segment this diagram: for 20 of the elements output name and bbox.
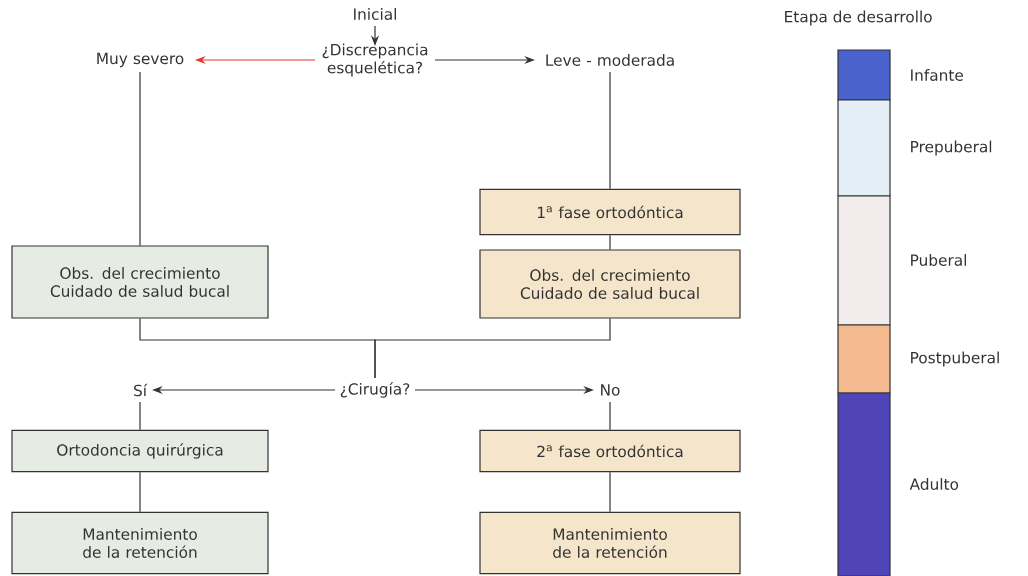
legend-label: Postpuberal [911,351,999,367]
start-label: Inicial [354,8,396,20]
outcome-label: Muy severo [97,52,184,68]
process-box: Ortodoncia quirúrgica [11,429,269,473]
outcome-label: Leve - moderada [546,54,674,66]
process-box: 1$^{a}$ fase ortodóntica [479,188,741,236]
process-box: Mantenimiento de la retención [11,511,269,575]
legend-label: Adulto [909,478,959,490]
process-box: 2$^{a}$ fase ortodóntica [479,429,741,473]
decision-text: ¿Cirugía? [340,382,410,398]
legend-title: Etapa de desarrollo [785,10,932,26]
process-box: Mantenimiento de la retención [479,511,741,575]
legend-label: Prepuberal [911,140,992,156]
legend-label: Infante [911,69,963,81]
outcome-label: Sí [134,383,148,397]
process-box: Obs. del crecimiento Cuidado de salud bucal [11,245,269,319]
process-box: Obs. del crecimiento Cuidado de salud bucal [479,249,741,319]
legend-label: Puberal [911,254,966,266]
decision-text: ¿Discrepancia esquelética? [322,43,428,77]
outcome-label: No [601,384,620,396]
